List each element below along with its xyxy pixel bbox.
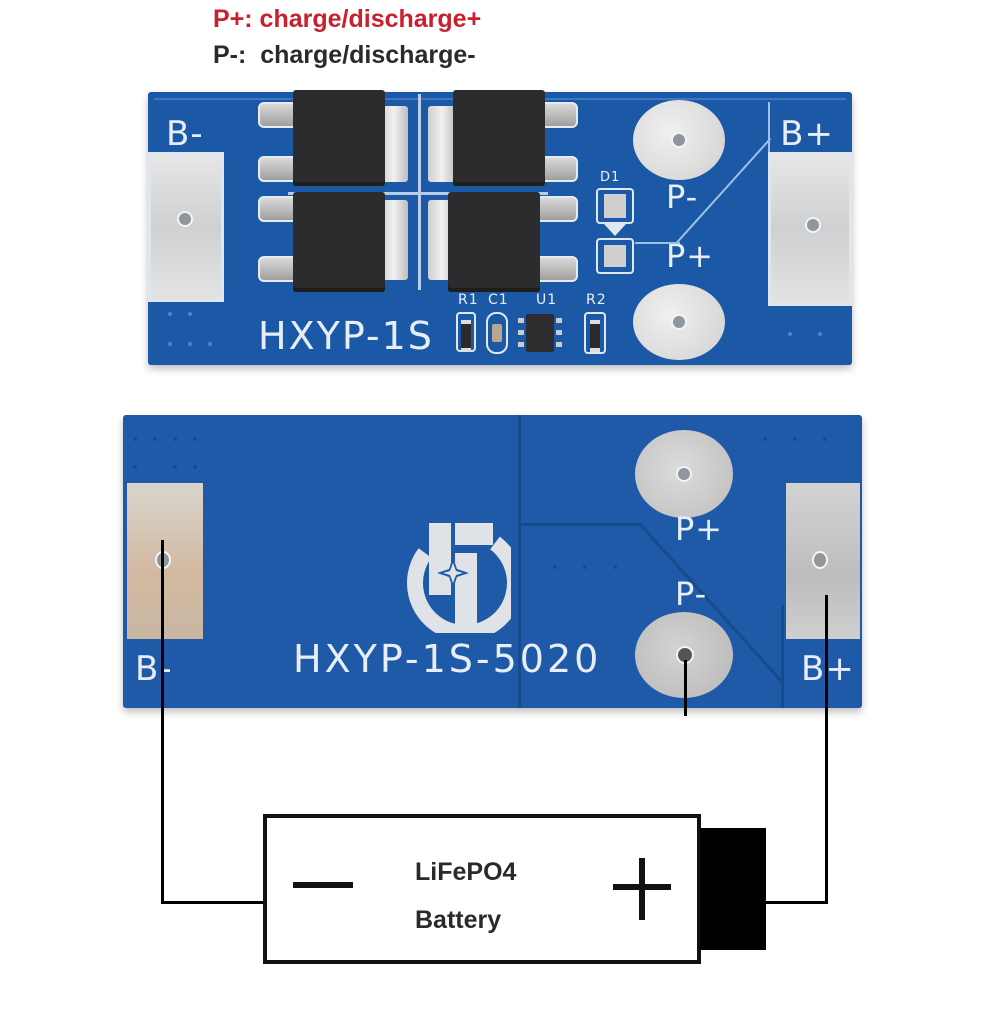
copper-divider [288, 192, 548, 195]
resistor-body [461, 320, 471, 352]
pad-hole [671, 314, 687, 330]
via [583, 565, 587, 569]
r1-resistor [456, 312, 476, 352]
via [193, 465, 197, 469]
via [763, 437, 767, 441]
battery-negative-icon [293, 882, 353, 888]
mosfet-body [448, 192, 540, 292]
via [188, 312, 192, 316]
via [823, 437, 827, 441]
d1-pad [604, 194, 626, 218]
label-b-plus: B+ [780, 114, 834, 154]
mosfet-lead [534, 196, 578, 222]
mosfet-body [293, 192, 385, 292]
mosfet-tab [428, 106, 456, 182]
label-r2: R2 [586, 292, 607, 308]
p-plus-round-pad [635, 430, 733, 518]
pad-hole [812, 551, 828, 569]
ic-pin [556, 318, 562, 323]
label-u1: U1 [536, 292, 558, 308]
pad-hole [805, 217, 821, 233]
b-plus-pad [786, 483, 860, 639]
u1-ic-chip [518, 314, 562, 352]
ic-pin [518, 342, 524, 347]
battery-label: Battery [415, 906, 502, 934]
wire-b-plus-horizontal [765, 901, 828, 904]
top-board: B- B+ D1 [148, 90, 852, 365]
via [553, 565, 557, 569]
b-minus-pad [127, 483, 203, 639]
bottom-board: B- B+ P+ P- HXYP-1S-5020 [123, 415, 862, 708]
pad-hole [177, 211, 193, 227]
copper-split [781, 605, 784, 708]
hxyp-logo-icon [395, 513, 523, 641]
battery-chemistry-label: LiFePO4 [415, 858, 517, 886]
copper-split [521, 523, 641, 526]
mosfet-body [293, 90, 385, 186]
copper-split [518, 415, 521, 708]
via [133, 437, 137, 441]
label-r1: R1 [458, 292, 479, 308]
pad-hole [676, 466, 692, 482]
mosfet-lead [534, 256, 578, 282]
board-model-label: HXYP-1S-5020 [293, 637, 602, 681]
via [168, 342, 172, 346]
wire-p-minus-stub [684, 660, 687, 716]
p-plus-round-pad [633, 284, 725, 360]
via [193, 437, 197, 441]
via [133, 465, 137, 469]
ic-pin [556, 330, 562, 335]
battery-body: LiFePO4 Battery [263, 814, 701, 964]
legend-p-plus: P+: charge/discharge+ [213, 5, 482, 33]
resistor-body [590, 320, 600, 352]
c1-capacitor [486, 312, 508, 354]
via [168, 312, 172, 316]
battery-terminal-cap [700, 828, 766, 950]
ic-pin [518, 318, 524, 323]
via [613, 565, 617, 569]
copper-trace [768, 102, 770, 152]
label-d1: D1 [600, 170, 621, 185]
wire-b-minus-vertical [161, 540, 164, 904]
d1-footprint-bottom [596, 238, 634, 274]
pad-hole [671, 132, 687, 148]
p-minus-round-pad [633, 100, 725, 180]
ic-pin [556, 342, 562, 347]
via [793, 437, 797, 441]
label-b-minus: B- [135, 649, 173, 689]
legend-p-minus: P-: charge/discharge- [213, 41, 476, 69]
via [173, 437, 177, 441]
b-plus-pad [768, 152, 852, 306]
battery-positive-icon-v [639, 858, 645, 920]
label-p-plus: P+ [675, 510, 724, 548]
d1-footprint-top [596, 188, 634, 224]
wire-b-plus-vertical [825, 595, 828, 904]
diode-arrow-icon [604, 224, 626, 236]
via [788, 332, 792, 336]
via [188, 342, 192, 346]
label-b-minus: B- [166, 114, 204, 154]
d1-pad [604, 245, 626, 267]
copper-trace [635, 242, 680, 244]
via [153, 437, 157, 441]
label-p-minus: P- [666, 178, 699, 216]
b-minus-pad [148, 152, 224, 302]
r2-resistor [584, 312, 606, 354]
via [173, 465, 177, 469]
capacitor-body [492, 324, 502, 342]
via [818, 332, 822, 336]
mosfet-body [453, 90, 545, 186]
via [208, 342, 212, 346]
label-c1: C1 [488, 292, 509, 308]
ic-pin [518, 330, 524, 335]
label-p-minus: P- [675, 575, 708, 613]
wire-b-minus-horizontal [161, 901, 265, 904]
board-model-label: HXYP-1S [258, 314, 434, 358]
